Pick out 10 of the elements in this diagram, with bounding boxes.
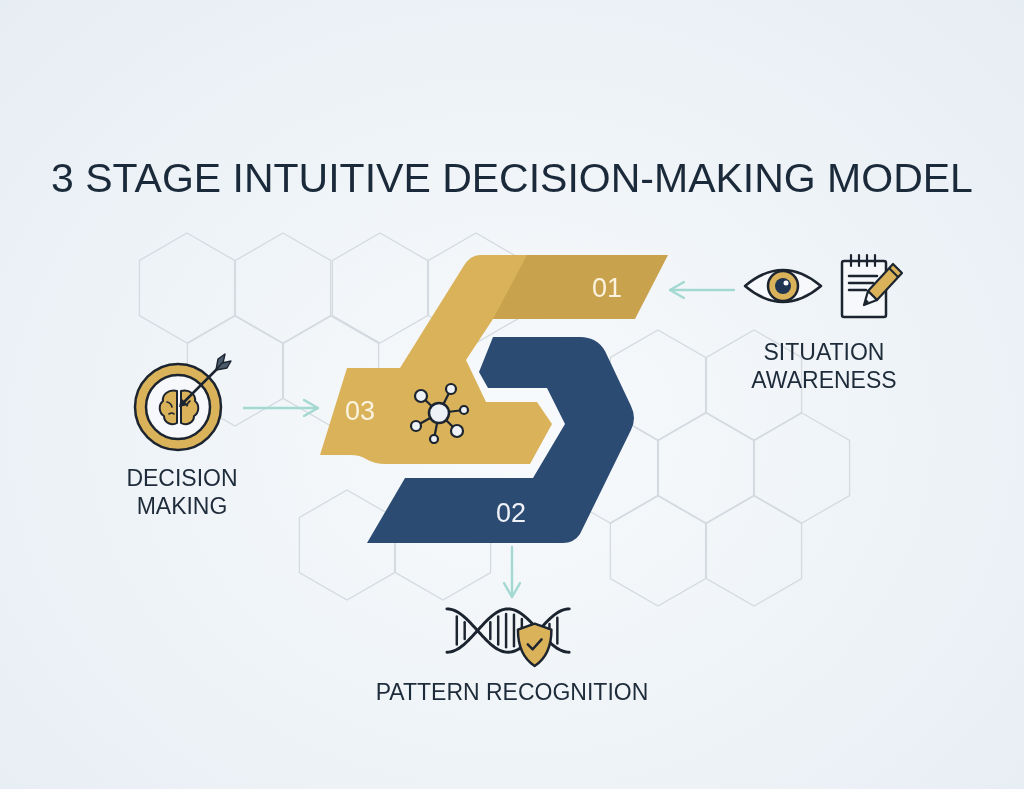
arrow <box>242 398 320 418</box>
stage-label: SITUATION AWARENESS <box>751 338 897 394</box>
step-number: 02 <box>496 498 526 528</box>
arrow <box>502 545 522 599</box>
stage-label: PATTERN RECOGNITION <box>375 678 649 706</box>
arrow <box>668 280 736 300</box>
step-number: 03 <box>345 396 375 426</box>
stage-label: DECISION MAKING <box>126 464 238 520</box>
diagram-title: 3 STAGE INTUITIVE DECISION-MAKING MODEL <box>51 154 973 203</box>
step-number: 01 <box>592 273 622 303</box>
